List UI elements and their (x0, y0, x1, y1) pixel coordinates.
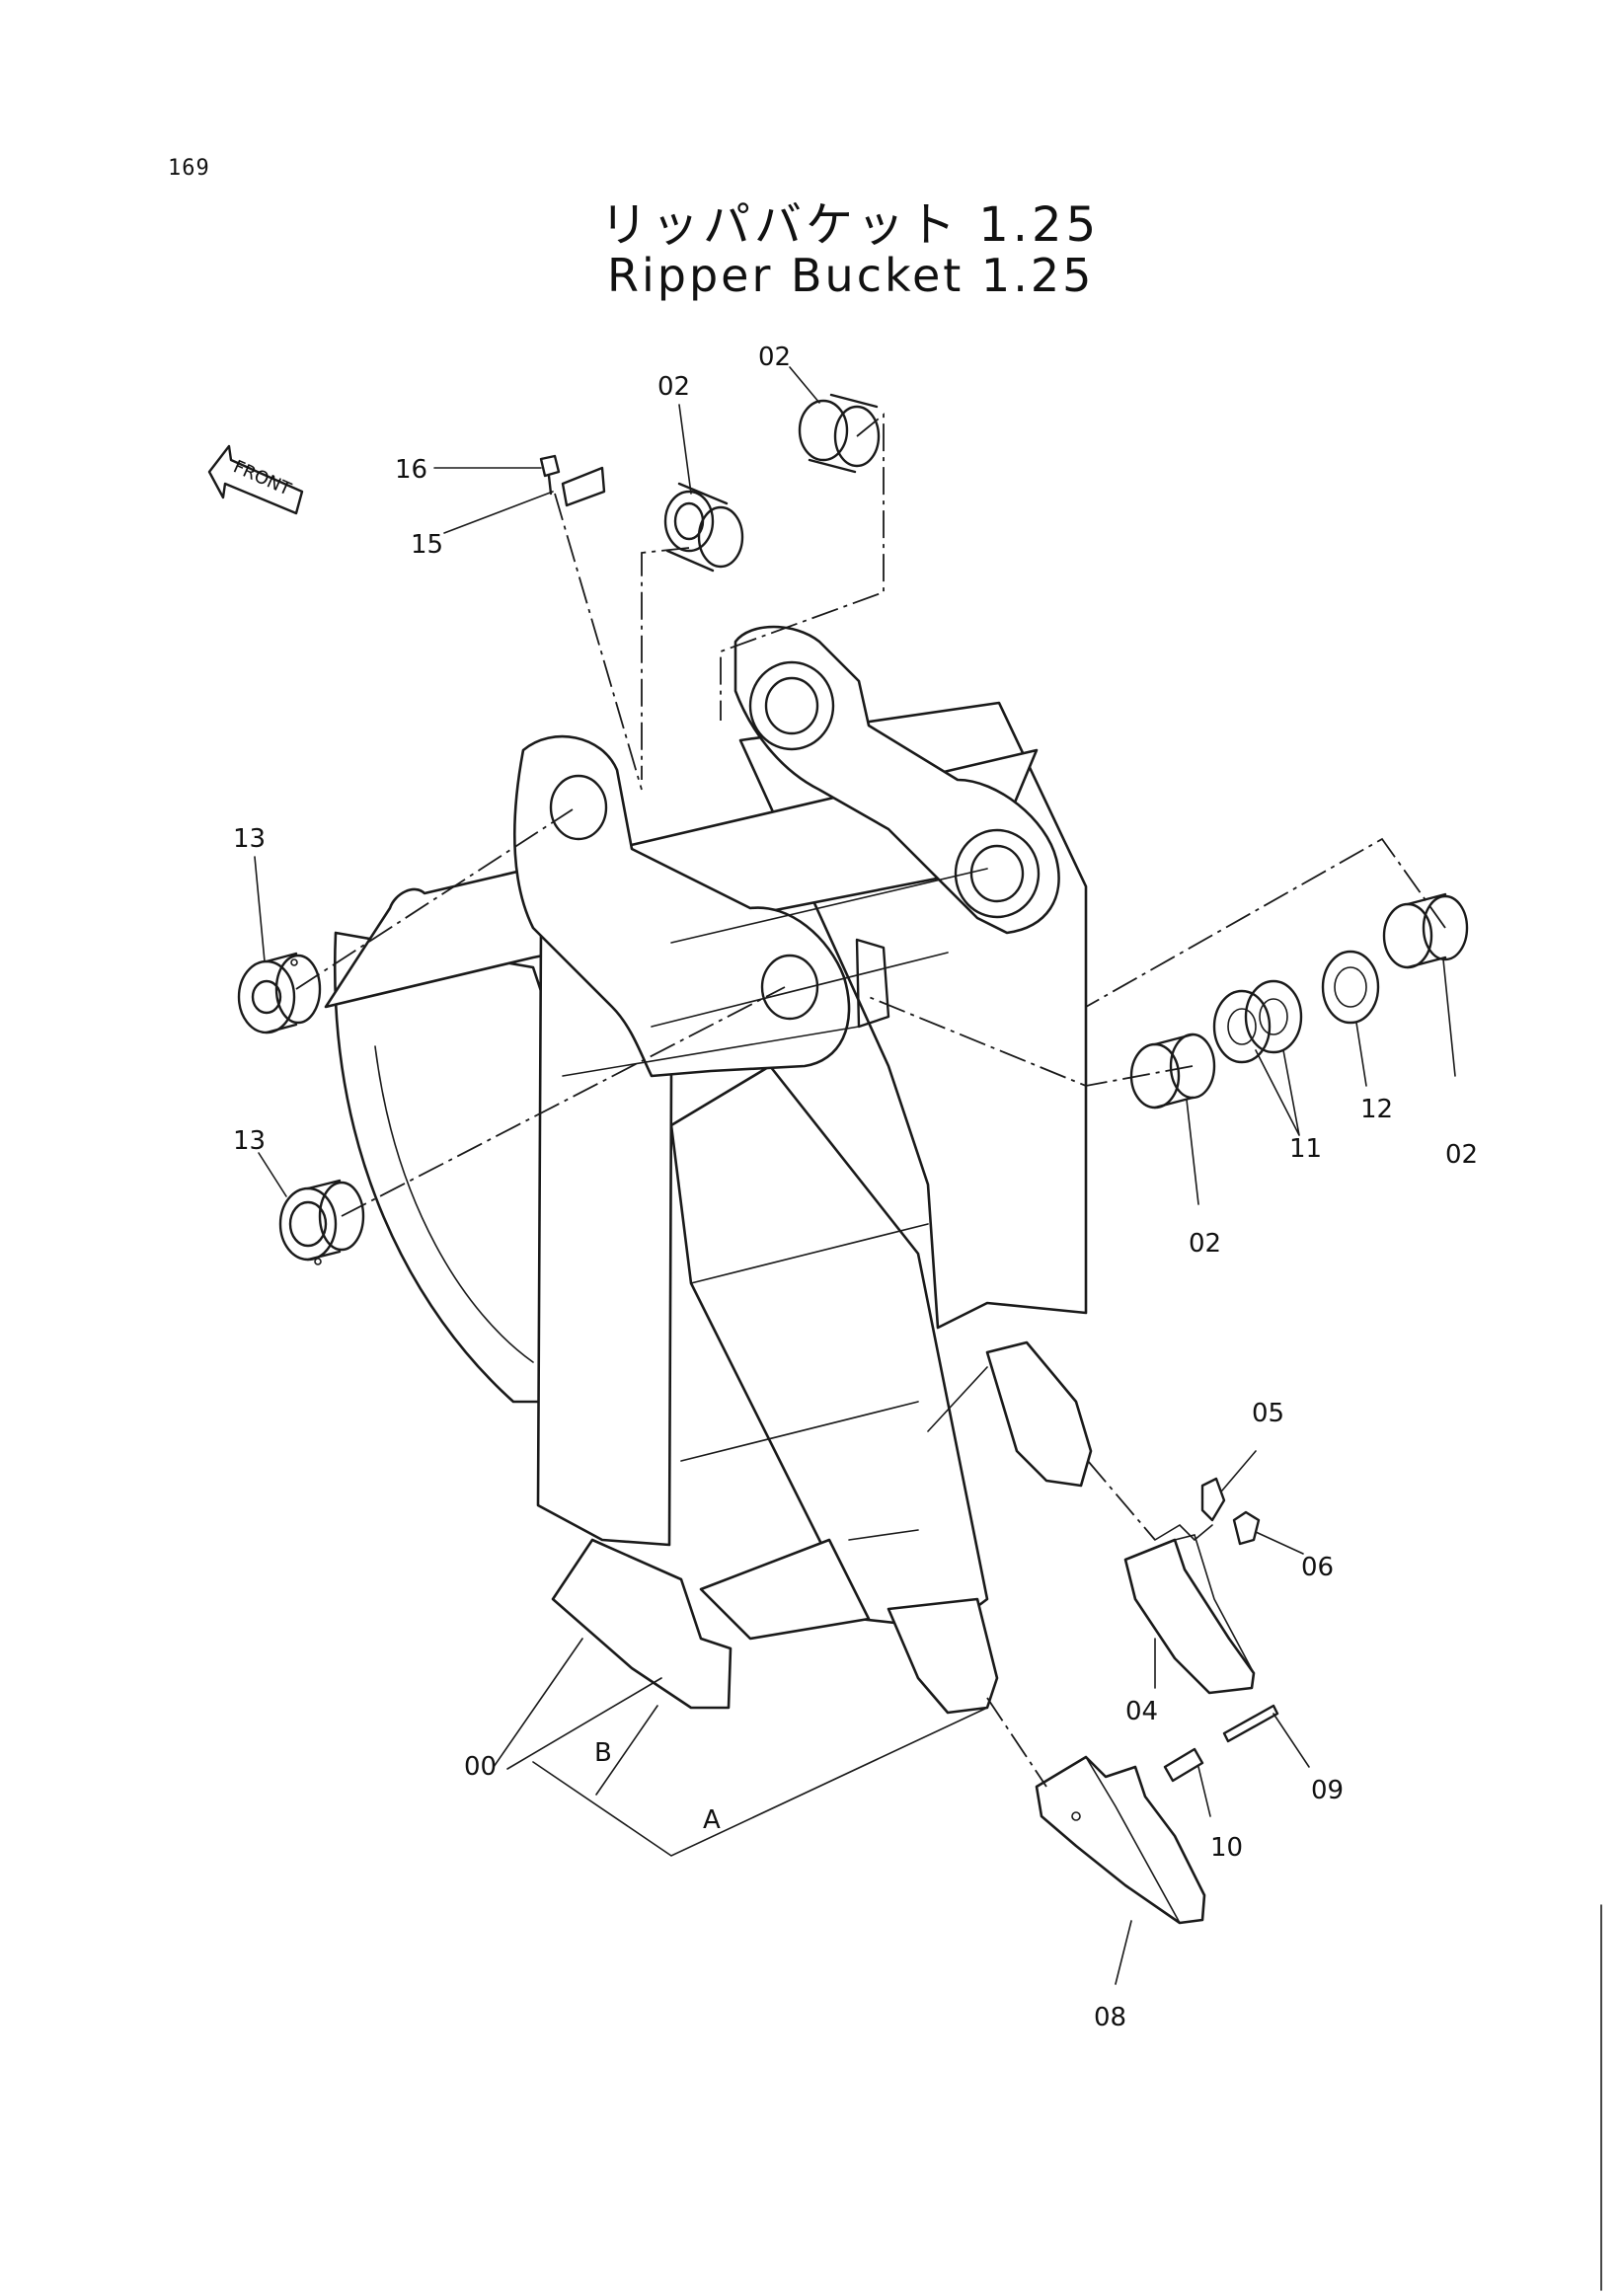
bushing-02-right-upper (1382, 892, 1469, 969)
callout-02: 02 (1445, 1140, 1478, 1170)
callout-13: 13 (233, 1126, 266, 1156)
leader-lines (254, 366, 1456, 1985)
callout-a: A (703, 1805, 721, 1835)
front-arrow-label: FRONT (230, 456, 295, 500)
callout-08: 08 (1094, 2003, 1126, 2032)
screw-part-16 (539, 454, 561, 496)
pin-10 (1163, 1747, 1204, 1783)
callout-10: 10 (1210, 1833, 1243, 1863)
callout-12: 12 (1360, 1095, 1393, 1124)
bushing-02-top-right (798, 393, 881, 474)
title-japanese: リッパバケット 1.25 (600, 197, 1101, 253)
lock-05 (1154, 1477, 1226, 1542)
callout-09: 09 (1311, 1776, 1344, 1805)
callout-11: 11 (1289, 1134, 1322, 1164)
bushing-02-right-lower (1129, 1033, 1216, 1110)
shim-12 (1321, 950, 1380, 1025)
collar-13-upper (237, 952, 322, 1034)
callout-02: 02 (657, 372, 690, 402)
tooth-point-04 (1123, 1534, 1256, 1695)
pin-06 (1232, 1510, 1261, 1546)
callout-00: 00 (464, 1752, 497, 1782)
callout-06: 06 (1301, 1553, 1334, 1582)
callout-labels: 16 15 02 02 13 13 02 12 11 02 05 06 04 0… (233, 343, 1478, 2032)
callout-13: 13 (233, 824, 266, 854)
callout-16: 16 (395, 455, 427, 485)
plate-part-15 (561, 466, 606, 507)
title-english: Ripper Bucket 1.25 (607, 249, 1095, 302)
tooth-point-08 (1035, 1755, 1206, 1925)
shim-11-pair (1212, 979, 1303, 1064)
front-arrow-icon: FRONT (207, 444, 304, 515)
callout-02: 02 (758, 343, 791, 372)
bucket-body (324, 625, 1093, 1715)
pin-09 (1222, 1704, 1279, 1743)
callout-b: B (594, 1738, 612, 1768)
callout-05: 05 (1252, 1399, 1284, 1428)
callout-02: 02 (1189, 1229, 1221, 1259)
callout-15: 15 (411, 530, 443, 560)
collar-13-lower (278, 1179, 365, 1265)
callout-04: 04 (1125, 1697, 1158, 1726)
centerlines (295, 413, 1446, 1788)
bushing-02-top-left (663, 482, 744, 573)
page-number: 169 (168, 156, 210, 181)
